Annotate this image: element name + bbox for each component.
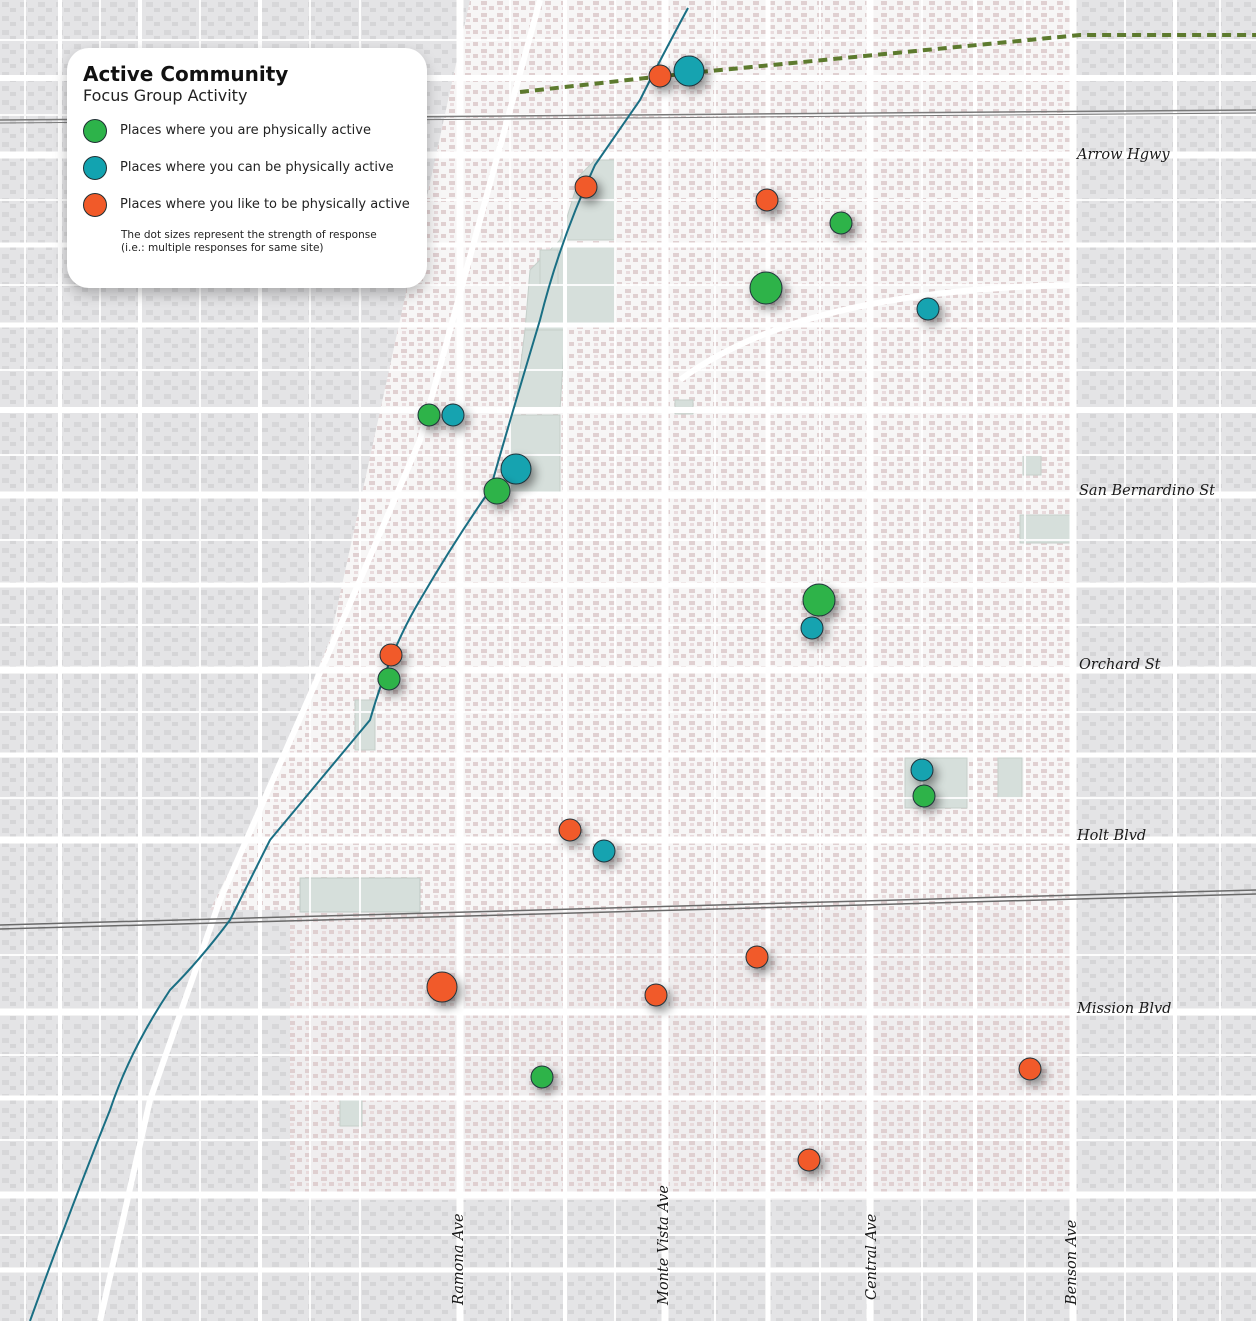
dot-can[interactable] <box>592 839 616 863</box>
dot-active[interactable] <box>829 211 853 235</box>
street-label-mission-blvd: Mission Blvd <box>1076 1001 1171 1017</box>
dot-active[interactable] <box>483 477 511 505</box>
legend-label-active: Places where you are physically active <box>120 123 371 138</box>
railroad-south <box>0 889 1256 930</box>
dot-can[interactable] <box>441 403 465 427</box>
dot-can[interactable] <box>673 55 705 87</box>
dot-active[interactable] <box>749 271 783 305</box>
dot-active[interactable] <box>417 403 441 427</box>
legend-item-can: Places where you can be physically activ… <box>83 149 411 186</box>
street-label-orchard-st: Orchard St <box>1079 657 1161 673</box>
legend-item-like: Places where you like to be physically a… <box>83 186 411 223</box>
legend-note-line2: (i.e.: multiple responses for same site) <box>121 242 324 254</box>
dot-active[interactable] <box>802 583 836 617</box>
street-label-holt-blvd: Holt Blvd <box>1076 828 1146 844</box>
dot-like[interactable] <box>745 945 769 969</box>
activity-dots <box>377 55 1042 1172</box>
legend-dot-like <box>83 192 107 217</box>
dot-can[interactable] <box>910 758 934 782</box>
dot-like[interactable] <box>644 983 668 1007</box>
trail-dashed <box>519 33 1256 94</box>
legend-note-line1: The dot sizes represent the strength of … <box>121 229 377 241</box>
street-label-ramona-ave: Ramona Ave <box>451 1213 467 1306</box>
dot-active[interactable] <box>377 667 401 691</box>
dot-like[interactable] <box>426 971 458 1003</box>
legend-item-active: Places where you are physically active <box>83 112 411 149</box>
legend-subtitle: Focus Group Activity <box>83 86 248 105</box>
dot-like[interactable] <box>648 64 672 88</box>
river-channel <box>29 7 689 1321</box>
street-label-monte-vista-ave: Monte Vista Ave <box>656 1185 672 1306</box>
dot-active[interactable] <box>530 1065 554 1089</box>
legend: Active Community Focus Group Activity Pl… <box>67 48 427 288</box>
street-label-arrow-hgwy: Arrow Hgwy <box>1075 147 1170 163</box>
dot-like[interactable] <box>797 1148 821 1172</box>
dot-can[interactable] <box>916 297 940 321</box>
street-label-san-bernardino-st: San Bernardino St <box>1079 483 1215 499</box>
diagonal-road <box>678 282 1074 383</box>
legend-label-like: Places where you like to be physically a… <box>120 197 410 212</box>
dot-like[interactable] <box>379 643 403 667</box>
legend-title: Active Community <box>83 62 289 86</box>
dot-active[interactable] <box>912 784 936 808</box>
dot-like[interactable] <box>755 188 779 212</box>
dot-can[interactable] <box>800 616 824 640</box>
legend-note: The dot sizes represent the strength of … <box>121 229 411 255</box>
street-label-central-ave: Central Ave <box>864 1214 880 1300</box>
dot-like[interactable] <box>1018 1057 1042 1081</box>
diagonal-road-2 <box>97 0 543 1321</box>
legend-label-can: Places where you can be physically activ… <box>120 160 394 175</box>
dot-can[interactable] <box>500 453 532 485</box>
dot-like[interactable] <box>558 818 582 842</box>
legend-dot-active <box>83 118 107 143</box>
dot-like[interactable] <box>574 175 598 199</box>
legend-dot-can <box>83 155 107 180</box>
street-label-benson-ave: Benson Ave <box>1064 1220 1080 1306</box>
study-area-texture <box>210 0 1075 1200</box>
